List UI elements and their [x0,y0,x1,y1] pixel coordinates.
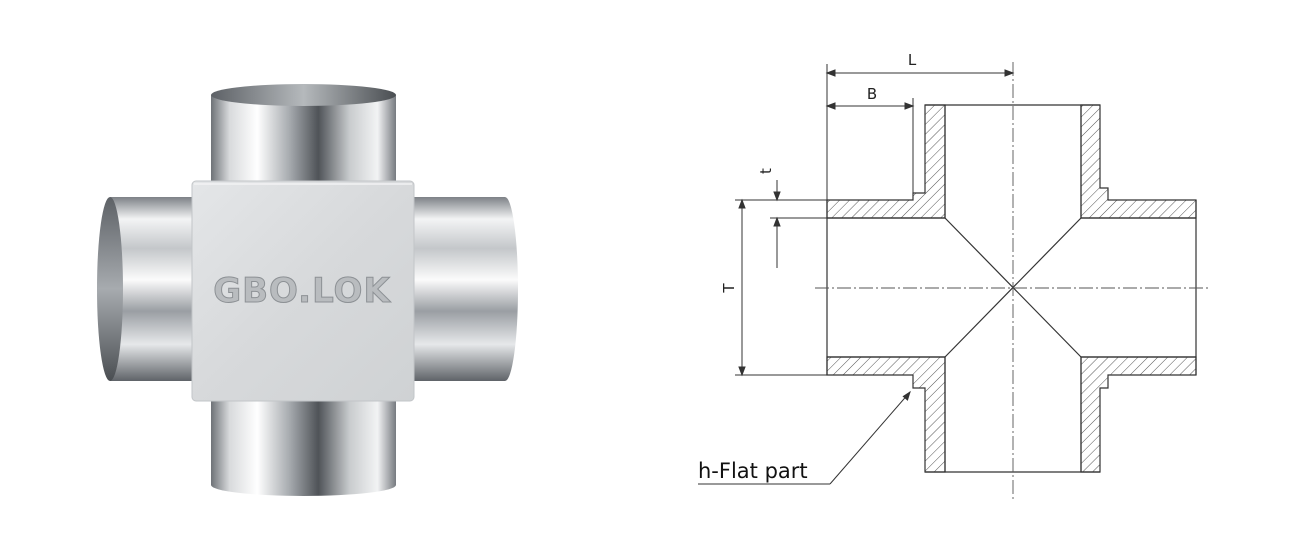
flat-part-leader [698,390,911,485]
dimension-t-label: t [757,168,775,174]
dimension-L-label: L [908,51,917,69]
center-lines [815,62,1210,500]
brand-logo: GBO.LOK [213,271,391,311]
dimension-T [735,198,827,377]
square-body [191,180,415,402]
section-drawing: L B t T [698,51,1210,500]
top-arm [211,84,396,195]
dimension-B [825,98,915,193]
dimension-T-label: T [720,283,738,294]
dimension-L [825,64,1015,200]
flat-part-callout: h-Flat part [698,459,808,483]
right-arm [400,197,518,381]
dimension-B-label: B [867,85,877,103]
dimension-t [770,180,827,268]
left-arm [97,197,200,381]
bottom-arm [211,385,396,496]
cross-fitting-render: GBO.LOK [97,84,518,496]
bore-outline [826,104,1197,473]
